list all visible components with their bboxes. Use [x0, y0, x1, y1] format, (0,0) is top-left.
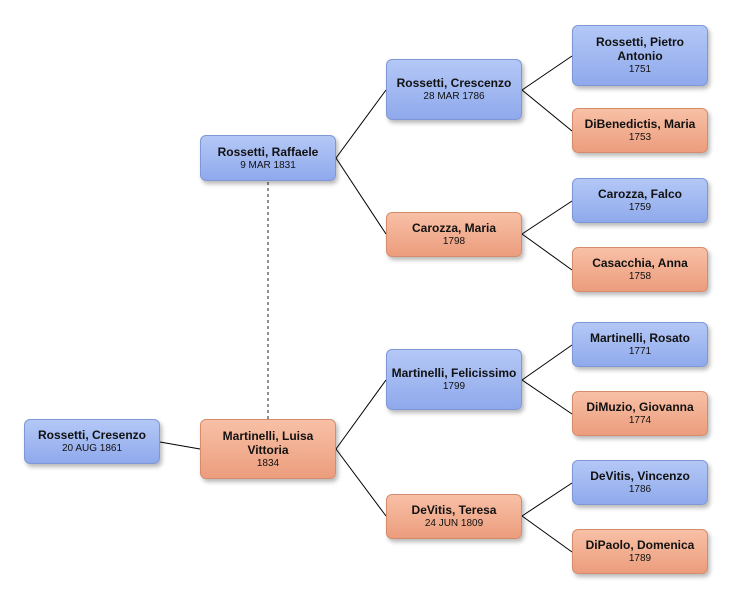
person-name: DiMuzio, Giovanna	[586, 400, 694, 414]
person-great-grandmother-1[interactable]: DiBenedictis, Maria 1753	[572, 108, 708, 153]
person-name: Rossetti, Raffaele	[217, 144, 319, 159]
person-great-grandfather-4[interactable]: DeVitis, Vincenzo 1786	[572, 460, 708, 505]
person-date: 1789	[628, 553, 652, 564]
person-date: 1753	[628, 132, 652, 143]
person-name: Carozza, Falco	[597, 187, 683, 201]
person-name: Casacchia, Anna	[592, 256, 688, 270]
connector-father-patgm	[335, 157, 387, 235]
connector-father-patgf	[335, 89, 387, 159]
person-date: 24 JUN 1809	[424, 518, 484, 529]
person-great-grandfather-3[interactable]: Martinelli, Rosato 1771	[572, 322, 708, 367]
person-maternal-grandmother[interactable]: DeVitis, Teresa 24 JUN 1809	[386, 494, 522, 539]
person-date: 1798	[442, 236, 466, 247]
person-father[interactable]: Rossetti, Raffaele 9 MAR 1831	[200, 135, 336, 181]
connector-matgm-ggf4	[521, 482, 573, 517]
person-date: 1799	[442, 381, 466, 392]
person-name: DiBenedictis, Maria	[584, 117, 696, 131]
connector-patgm-ggf2	[521, 200, 573, 235]
person-name: DeVitis, Teresa	[411, 503, 497, 517]
person-name: Rossetti, Crescenzo	[396, 76, 512, 90]
connector-mother-matgf	[335, 379, 387, 450]
person-great-grandmother-3[interactable]: DiMuzio, Giovanna 1774	[572, 391, 708, 436]
person-name: Martinelli, Luisa Vittoria	[222, 428, 314, 457]
person-date: 1759	[628, 202, 652, 213]
person-date: 20 AUG 1861	[61, 443, 123, 454]
person-great-grandmother-4[interactable]: DiPaolo, Domenica 1789	[572, 529, 708, 574]
person-date: 9 MAR 1831	[240, 159, 296, 171]
person-name: Carozza, Maria	[411, 221, 497, 235]
connector-patgf-ggf1	[521, 55, 573, 91]
person-date: 28 MAR 1786	[423, 91, 485, 102]
person-great-grandmother-2[interactable]: Casacchia, Anna 1758	[572, 247, 708, 292]
person-name: Rossetti, Pietro Antonio	[595, 35, 685, 63]
person-root[interactable]: Rossetti, Cresenzo 20 AUG 1861	[24, 419, 160, 464]
person-date: 1771	[628, 346, 652, 357]
person-paternal-grandmother[interactable]: Carozza, Maria 1798	[386, 212, 522, 257]
person-name: DeVitis, Vincenzo	[590, 469, 690, 483]
person-great-grandfather-1[interactable]: Rossetti, Pietro Antonio 1751	[572, 25, 708, 86]
person-mother[interactable]: Martinelli, Luisa Vittoria 1834	[200, 419, 336, 479]
person-name: Martinelli, Rosato	[589, 331, 690, 345]
person-date: 1834	[256, 457, 280, 469]
person-paternal-grandfather[interactable]: Rossetti, Crescenzo 28 MAR 1786	[386, 59, 522, 120]
connector-root-mother	[159, 441, 201, 450]
person-name: Rossetti, Cresenzo	[37, 428, 147, 442]
connector-mother-matgm	[335, 448, 387, 517]
connector-matgm-ggm4	[521, 515, 573, 553]
person-maternal-grandfather[interactable]: Martinelli, Felicissimo 1799	[386, 349, 522, 410]
person-name: DiPaolo, Domenica	[585, 538, 695, 552]
person-name: Martinelli, Felicissimo	[391, 366, 517, 380]
connector-patgf-ggm1	[521, 89, 573, 132]
connector-patgm-ggm2	[521, 233, 573, 271]
connector-matgf-ggm3	[521, 379, 573, 415]
person-date: 1774	[628, 415, 652, 426]
person-date: 1758	[628, 271, 652, 282]
person-date: 1786	[628, 484, 652, 495]
person-date: 1751	[628, 64, 652, 75]
connector-matgf-ggf3	[521, 344, 573, 381]
person-great-grandfather-2[interactable]: Carozza, Falco 1759	[572, 178, 708, 223]
